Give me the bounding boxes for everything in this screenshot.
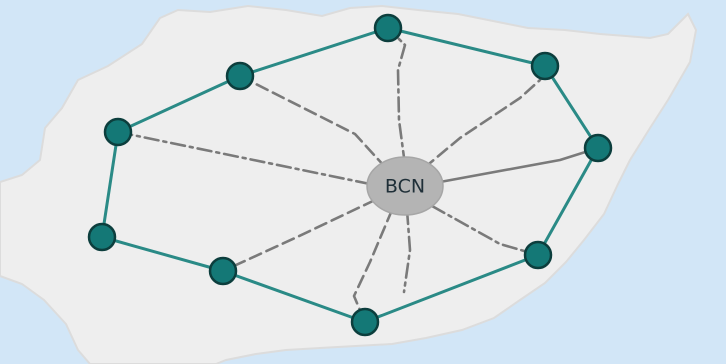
spoke-south — [402, 208, 412, 294]
spoke-south-west — [221, 198, 377, 273]
node-north-east[interactable] — [530, 51, 560, 81]
node-north[interactable] — [373, 13, 403, 43]
node-west[interactable] — [103, 117, 133, 147]
ring-link — [100, 26, 600, 324]
node-south-west[interactable] — [87, 222, 117, 252]
node-south[interactable] — [350, 307, 380, 337]
spoke-west — [116, 130, 372, 186]
spoke-lines — [116, 26, 600, 324]
hub-bcn[interactable]: BCN — [366, 156, 444, 216]
hub-circle-icon — [366, 156, 444, 216]
node-east[interactable] — [583, 133, 613, 163]
node-south-south-west[interactable] — [208, 256, 238, 286]
spoke-north-west — [238, 74, 388, 170]
land-region — [0, 4, 698, 364]
hub-label: BCN — [385, 176, 425, 198]
node-north-west[interactable] — [225, 61, 255, 91]
ring-nodes — [87, 13, 613, 337]
node-south-east[interactable] — [523, 240, 553, 270]
spoke-north — [386, 26, 407, 167]
